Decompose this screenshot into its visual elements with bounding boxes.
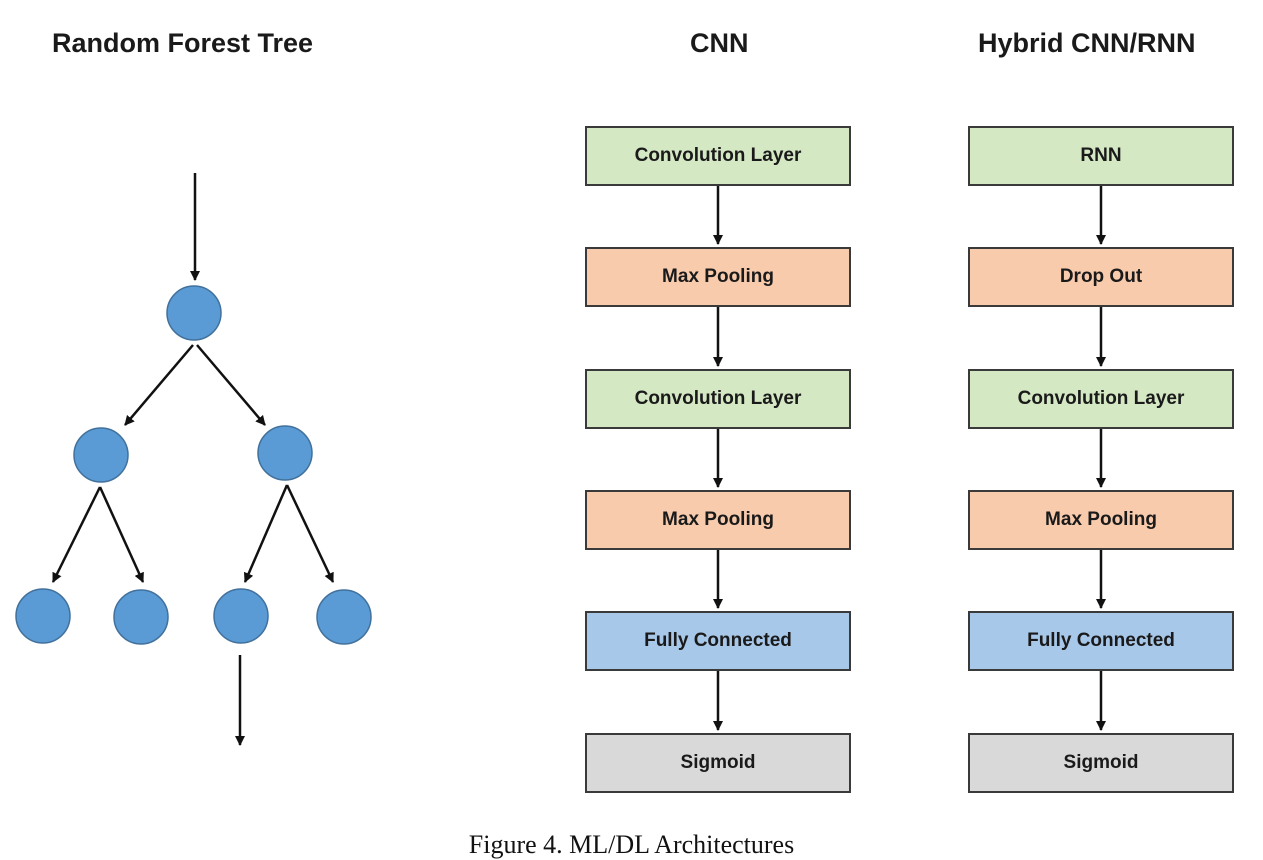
tree-edges bbox=[51, 173, 335, 746]
cnn-layer-box: Max Pooling bbox=[585, 247, 851, 307]
hybrid-layer-box: Drop Out bbox=[968, 247, 1234, 307]
tree-node bbox=[257, 425, 313, 481]
hybrid-layer-box: Sigmoid bbox=[968, 733, 1234, 793]
tree-node-leaf bbox=[316, 589, 372, 645]
hybrid-title: Hybrid CNN/RNN bbox=[978, 28, 1196, 58]
tree-edge bbox=[98, 486, 145, 583]
cnn-layer-box: Max Pooling bbox=[585, 490, 851, 550]
tree-edge bbox=[285, 484, 335, 583]
hybrid-layer-box: Fully Connected bbox=[968, 611, 1234, 671]
hybrid-layer-box: RNN bbox=[968, 126, 1234, 186]
random-forest-title: Random Forest Tree bbox=[52, 28, 314, 58]
cnn-title: CNN bbox=[690, 28, 749, 58]
cnn-layer-box: Convolution Layer bbox=[585, 126, 851, 186]
hybrid-layer-box: Max Pooling bbox=[968, 490, 1234, 550]
tree-nodes bbox=[15, 285, 372, 645]
tree-node bbox=[73, 427, 129, 483]
tree-edge bbox=[124, 344, 194, 426]
tree-edge bbox=[51, 486, 102, 583]
layer-arrows bbox=[713, 186, 1106, 731]
cnn-layer-box: Fully Connected bbox=[585, 611, 851, 671]
tree-node-root bbox=[166, 285, 222, 341]
tree-node-leaf bbox=[213, 588, 269, 644]
tree-node-leaf bbox=[15, 588, 71, 644]
hybrid-layer-box: Convolution Layer bbox=[968, 369, 1234, 429]
tree-edge bbox=[196, 344, 266, 426]
tree-edge bbox=[243, 484, 289, 583]
cnn-layer-box: Sigmoid bbox=[585, 733, 851, 793]
figure-caption: Figure 4. ML/DL Architectures bbox=[468, 830, 795, 859]
cnn-layer-box: Convolution Layer bbox=[585, 369, 851, 429]
tree-node-leaf bbox=[113, 589, 169, 645]
